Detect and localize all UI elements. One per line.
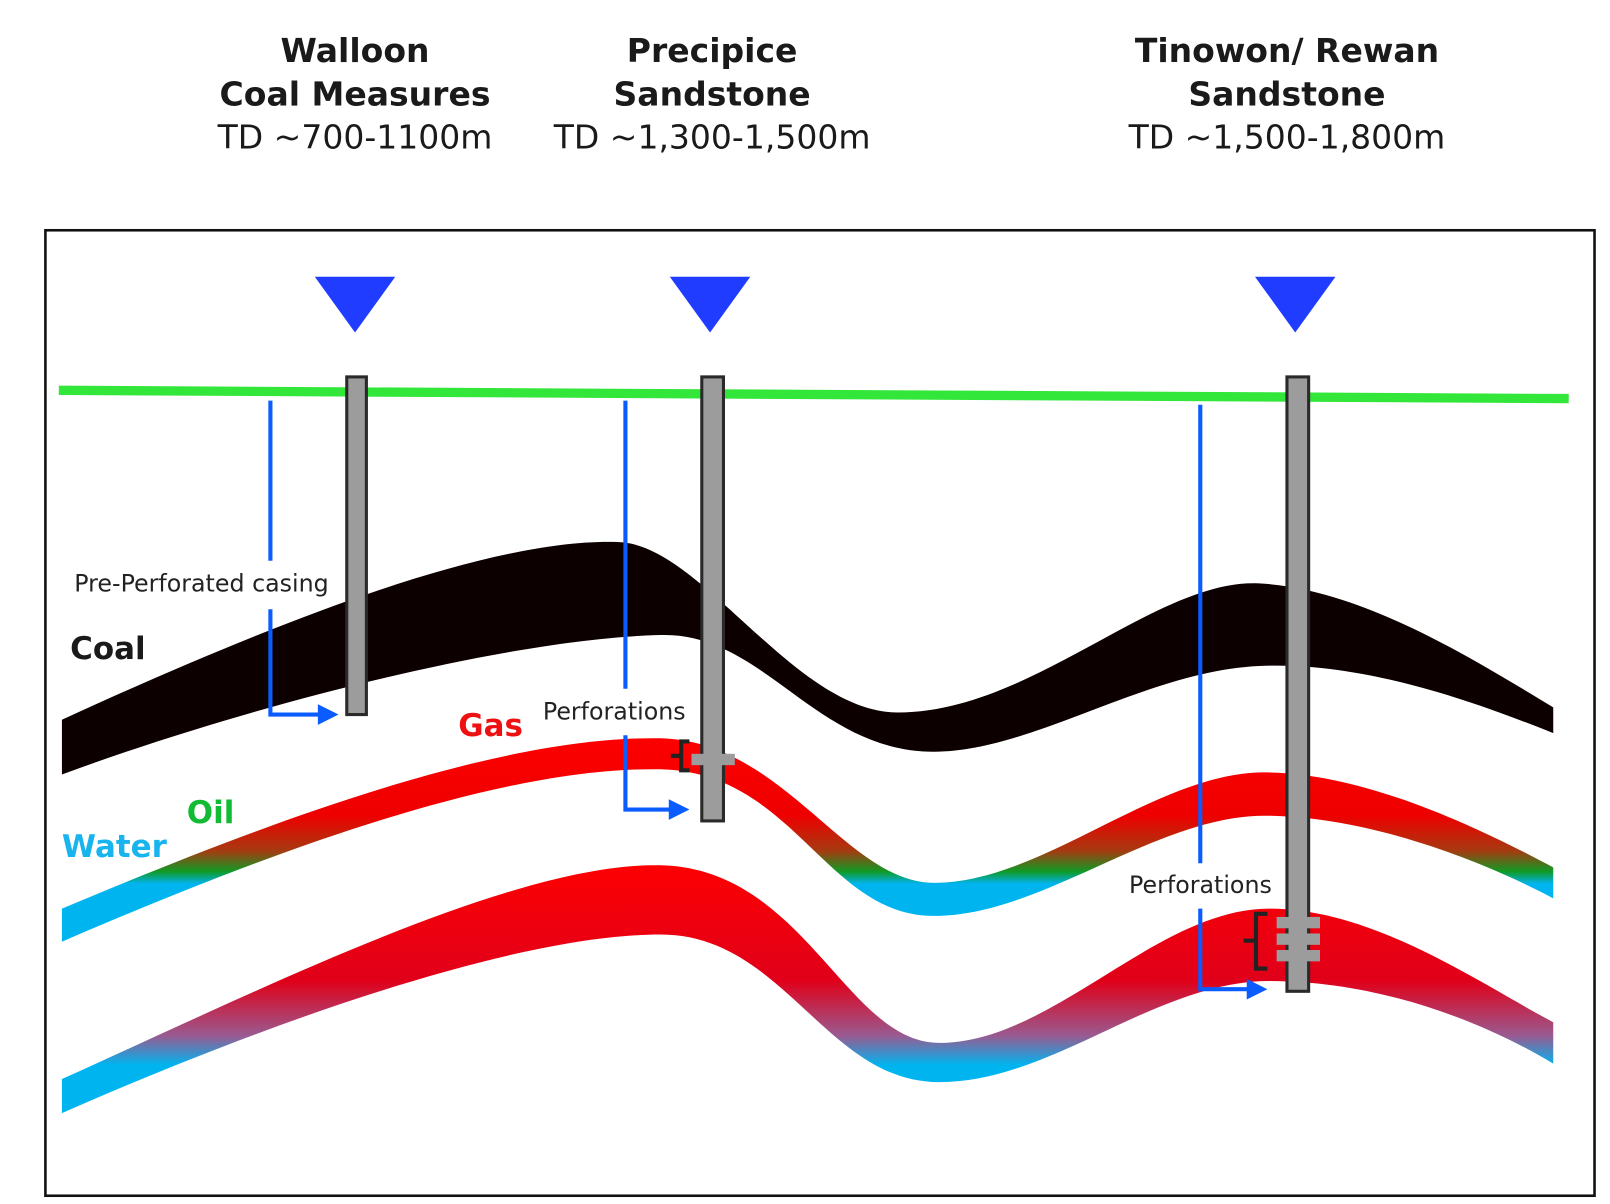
header-title: Walloon	[281, 31, 430, 70]
header-title: Tinowon/ Rewan	[1135, 31, 1439, 70]
well-casing-tinowon	[1285, 375, 1311, 993]
well-casing-walloon	[345, 375, 368, 717]
precipice-reservoir-layer	[61, 738, 1554, 942]
header-walloon: Walloon Coal Measures TD ~700-1100m	[217, 31, 493, 157]
pre-perforated-casing-label: Pre-Perforated casing	[74, 570, 328, 598]
header-tinowon: Tinowon/ Rewan Sandstone TD ~1,500-1,800…	[1128, 31, 1446, 157]
header-subtitle: Sandstone	[1188, 74, 1385, 113]
header-depth: TD ~700-1100m	[217, 118, 493, 157]
gas-label: Gas	[458, 708, 523, 744]
well-marker-icon	[314, 276, 396, 333]
diagram-frame	[44, 228, 1596, 1198]
arrow-head-icon	[668, 799, 690, 820]
well-marker-icon	[669, 276, 751, 333]
coal-label: Coal	[70, 631, 145, 667]
perforation-marks	[670, 739, 735, 773]
header-depth: TD ~1,300-1,500m	[553, 118, 871, 157]
perforations-label: Perforations	[543, 698, 686, 726]
arrow-head-icon	[317, 704, 339, 725]
well-marker-icon	[1254, 276, 1336, 333]
oil-label: Oil	[187, 795, 235, 831]
header-title: Precipice	[627, 31, 798, 70]
ground-surface-line	[58, 385, 1569, 404]
coal-layer	[61, 541, 1554, 775]
tinowon-reservoir-layer	[61, 865, 1554, 1114]
header-depth: TD ~1,500-1,800m	[1128, 118, 1446, 157]
perforation-marks	[1243, 911, 1320, 971]
flow-arrow	[268, 400, 1251, 992]
header-subtitle: Sandstone	[614, 74, 811, 113]
header-precipice: Precipice Sandstone TD ~1,300-1,500m	[553, 31, 871, 157]
water-label: Water	[62, 829, 168, 865]
arrow-head-icon	[1246, 978, 1268, 1000]
header-subtitle: Coal Measures	[220, 74, 491, 113]
perforations-label: Perforations	[1129, 871, 1272, 899]
well-casing-precipice	[700, 375, 726, 823]
